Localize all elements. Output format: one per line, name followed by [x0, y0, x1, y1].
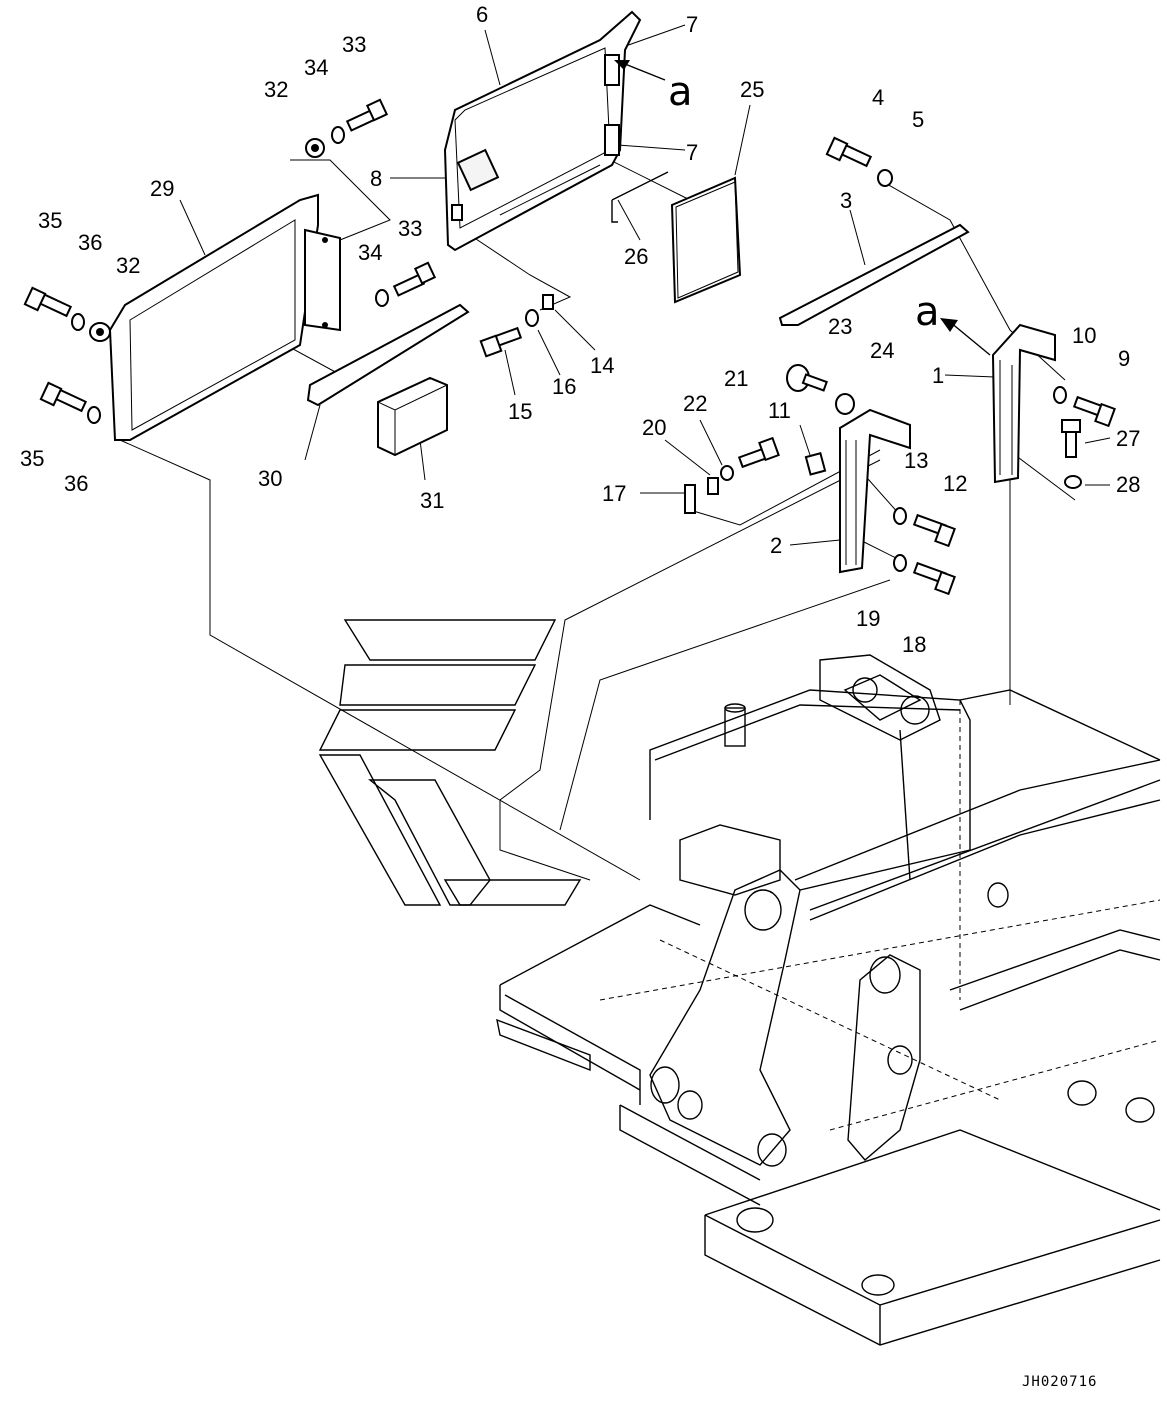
callout-32-upper: 32: [264, 77, 288, 102]
nut-32a: [305, 138, 325, 158]
callout-32-lower: 32: [116, 253, 140, 278]
callout-35-upper: 35: [38, 208, 62, 233]
callout-10: 10: [1072, 323, 1096, 348]
washer-13: [893, 507, 907, 525]
arrow-a-mid-icon: [940, 318, 991, 356]
callout-5: 5: [912, 107, 924, 132]
callout-29: 29: [150, 176, 174, 201]
callout-27: 27: [1116, 426, 1140, 451]
callout-34-lower: 34: [358, 240, 382, 265]
bolt-21: [737, 436, 780, 469]
callout-leaders: [179, 24, 1111, 546]
washer-36a: [71, 313, 85, 331]
part-25-pad: [670, 176, 742, 304]
bolt-18: [912, 561, 956, 596]
clip-14: [542, 294, 554, 310]
clip-17: [684, 484, 696, 514]
knob-23: [786, 364, 828, 392]
part-26-rod: [611, 171, 669, 223]
callout-31: 31: [420, 488, 444, 513]
bolt-35b: [39, 381, 88, 413]
washer-34a: [331, 126, 345, 144]
callout-7-upper: 7: [686, 12, 698, 37]
fasteners: [23, 98, 1116, 596]
bolt-4: [825, 136, 873, 168]
bolt-15: [479, 326, 523, 358]
bolt-27: [1061, 419, 1081, 458]
callout-11: 11: [768, 398, 791, 423]
washer-16: [525, 309, 539, 327]
callout-20: 20: [642, 415, 666, 440]
callout-33-lower: 33: [398, 216, 422, 241]
reference-a-upper: a: [668, 69, 693, 115]
callout-6: 6: [476, 2, 488, 27]
washer-19: [893, 554, 907, 572]
callout-16: 16: [552, 374, 576, 399]
washer-28: [1064, 475, 1082, 489]
plate-11: [804, 452, 827, 476]
callout-1: 1: [932, 363, 944, 388]
callout-28: 28: [1116, 472, 1140, 497]
part-2-bracket: [839, 408, 911, 574]
bolt-12: [912, 513, 956, 548]
callout-23: 23: [828, 314, 852, 339]
callout-labels: 6 7 7 a 25 4 5 8 26 3 33 34 32 29 35 36 …: [20, 2, 1140, 657]
nut-32b: [89, 322, 111, 342]
washer-36b: [87, 406, 101, 424]
bolt-33a: [345, 98, 389, 132]
callout-30: 30: [258, 466, 282, 491]
washer-22: [720, 465, 734, 481]
callout-18: 18: [902, 632, 926, 657]
callout-13: 13: [904, 448, 928, 473]
callout-17: 17: [602, 481, 626, 506]
bolt-35a: [23, 286, 73, 318]
part-6-door-panel: [443, 10, 642, 252]
bolt-33b: [392, 261, 437, 297]
callout-34-upper: 34: [304, 55, 328, 80]
washer-5: [877, 169, 893, 187]
callout-19: 19: [856, 606, 880, 631]
callout-36-upper: 36: [78, 230, 102, 255]
callout-7-lower: 7: [686, 140, 698, 165]
callout-9: 9: [1118, 346, 1130, 371]
bolt-9: [1072, 395, 1116, 428]
callout-3: 3: [840, 188, 852, 213]
callout-4: 4: [872, 85, 884, 110]
part-1-bracket: [991, 323, 1056, 484]
callout-8: 8: [370, 166, 382, 191]
clip-20: [707, 477, 719, 495]
drawing-id: JH020716: [1022, 1374, 1097, 1390]
callout-22: 22: [683, 391, 707, 416]
reference-a-middle: a: [915, 289, 940, 335]
callout-21: 21: [724, 366, 748, 391]
nut-24: [835, 393, 855, 415]
callout-35-lower: 35: [20, 446, 44, 471]
callout-33-upper: 33: [342, 32, 366, 57]
part-29-side-frame: [108, 193, 341, 441]
callout-36-lower: 36: [64, 471, 88, 496]
callout-2: 2: [770, 533, 782, 558]
washer-34b: [375, 289, 389, 307]
callout-14: 14: [590, 353, 614, 378]
arrow-a-top-icon: [614, 60, 666, 81]
direction-arrows: [614, 60, 991, 356]
front-direction-symbol-icon: [318, 619, 582, 906]
callout-24: 24: [870, 338, 894, 363]
callout-26: 26: [624, 244, 648, 269]
callout-15: 15: [508, 399, 532, 424]
callout-12: 12: [943, 471, 967, 496]
part-3-bar: [778, 223, 970, 326]
part-31-block: [377, 376, 448, 457]
machine-body: [496, 654, 1161, 1346]
washer-10: [1053, 386, 1067, 404]
part-30-strip: [306, 303, 470, 407]
callout-25: 25: [740, 77, 764, 102]
